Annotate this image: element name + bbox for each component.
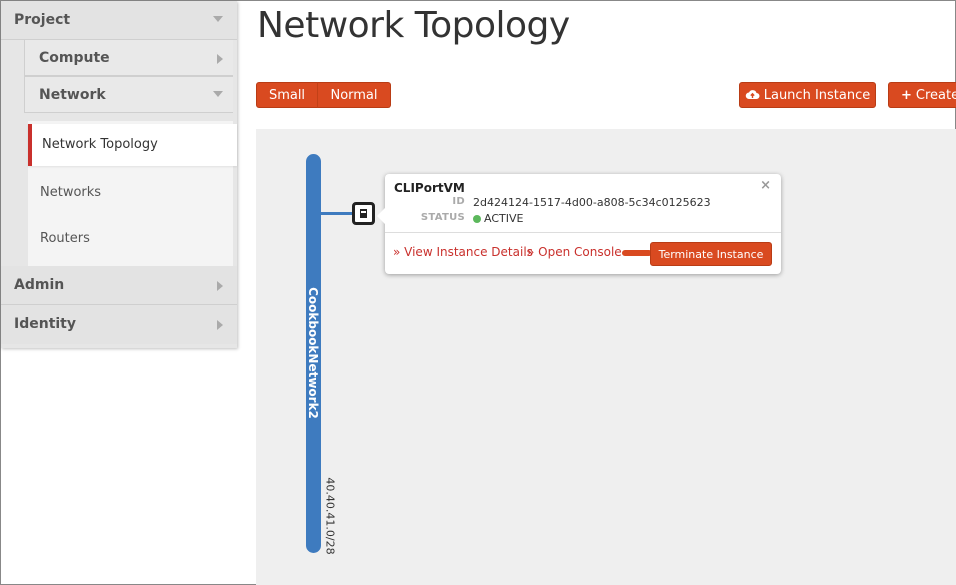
sidebar-identity-label: Identity <box>14 316 77 332</box>
cloud-upload-icon <box>745 83 760 109</box>
sidebar-network[interactable]: Network <box>24 76 233 113</box>
instance-id-label: ID <box>452 196 465 207</box>
server-icon <box>360 209 367 218</box>
sidebar: Project Compute Network Network Topology… <box>1 1 237 348</box>
sidebar-item-routers[interactable]: Routers <box>28 218 237 260</box>
launch-instance-label: Launch Instance <box>763 88 871 103</box>
view-instance-details-link[interactable]: » View Instance Details <box>393 245 533 259</box>
status-text: ACTIVE <box>484 212 524 225</box>
instance-popup: CLIPortVM × ID 2d424124-1517-4d00-a808-5… <box>377 174 781 274</box>
instance-icon[interactable] <box>352 202 375 225</box>
sidebar-item-network-topology[interactable]: Network Topology <box>28 124 237 166</box>
sidebar-admin[interactable]: Admin <box>1 266 237 305</box>
launch-instance-button[interactable]: Launch Instance <box>739 82 876 108</box>
create-label: Create <box>915 88 956 103</box>
instance-status-value: ACTIVE <box>473 212 523 225</box>
create-button[interactable]: +Create <box>888 82 956 108</box>
sidebar-identity[interactable]: Identity <box>1 305 237 344</box>
page-title: Network Topology <box>257 5 570 46</box>
terminate-instance-button[interactable]: Terminate Instance <box>650 242 772 266</box>
chevron-down-icon <box>213 91 223 97</box>
sidebar-admin-label: Admin <box>14 277 65 293</box>
instance-name: CLIPortVM <box>394 181 465 195</box>
instance-status-label: STATUS <box>420 212 465 223</box>
sidebar-item-label: Networks <box>40 185 102 200</box>
port-link <box>321 212 353 215</box>
sidebar-item-label: Network Topology <box>42 137 158 152</box>
popup-divider <box>385 232 781 233</box>
network-cidr: 40.40.41.0/28 <box>323 477 337 555</box>
sidebar-project-label: Project <box>14 12 71 28</box>
network-bar[interactable] <box>306 154 321 553</box>
status-dot-icon <box>473 215 481 223</box>
sidebar-network-label: Network <box>39 87 106 103</box>
chevron-right-icon <box>217 320 223 330</box>
network-name: CookbookNetwork2 <box>306 287 320 419</box>
normal-view-button[interactable]: Normal <box>317 82 391 108</box>
sidebar-compute-label: Compute <box>39 50 110 66</box>
instance-id-value: 2d424124-1517-4d00-a808-5c34c0125623 <box>473 196 711 209</box>
plus-icon: + <box>901 88 912 103</box>
small-view-button[interactable]: Small <box>256 82 318 108</box>
chevron-right-icon <box>217 281 223 291</box>
sidebar-item-label: Routers <box>40 231 90 246</box>
sidebar-item-networks[interactable]: Networks <box>28 172 237 214</box>
close-icon[interactable]: × <box>760 178 771 193</box>
open-console-link[interactable]: » Open Console <box>527 245 622 259</box>
sidebar-compute[interactable]: Compute <box>24 39 233 76</box>
terminate-connector <box>622 250 652 256</box>
chevron-right-icon <box>217 54 223 64</box>
sidebar-project[interactable]: Project <box>1 1 237 40</box>
chevron-down-icon <box>213 16 223 22</box>
